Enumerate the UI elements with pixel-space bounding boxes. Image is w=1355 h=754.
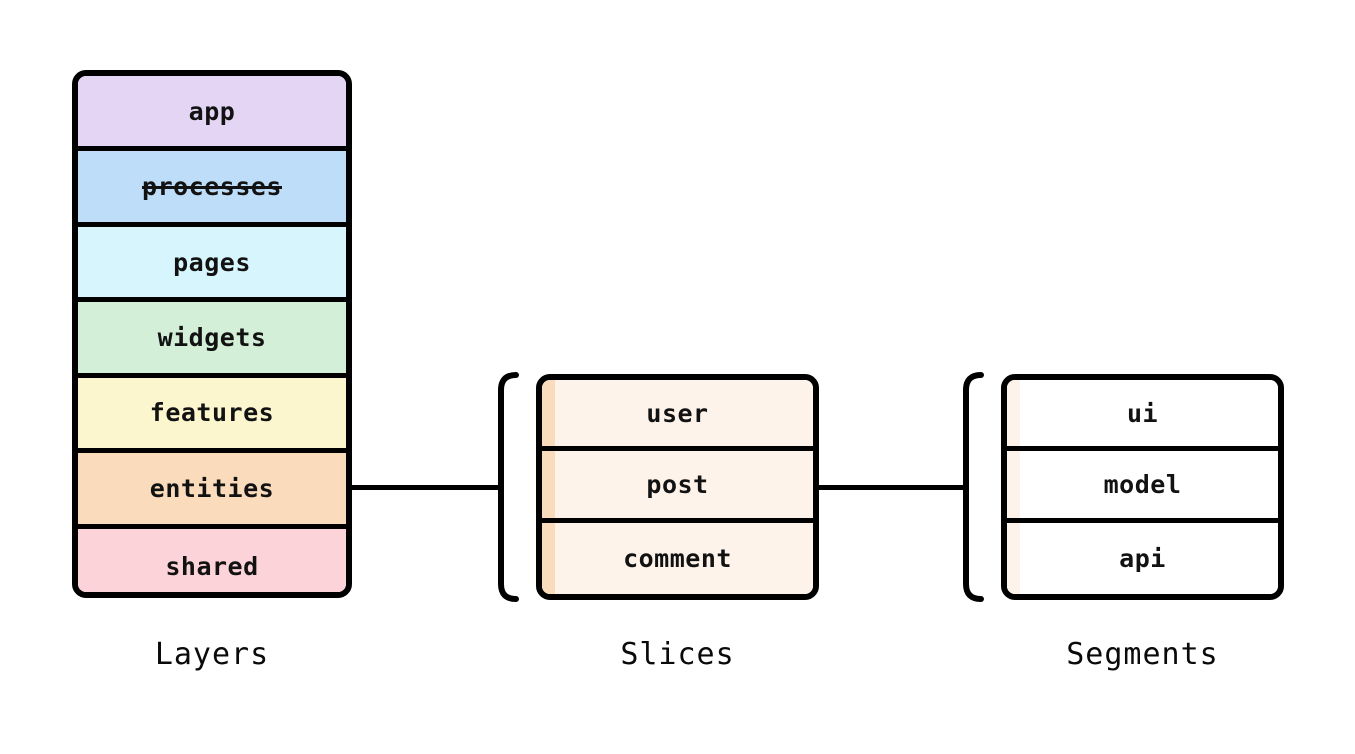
connector-entities-to-slices <box>350 485 502 490</box>
segment-label: model <box>1103 469 1182 499</box>
connector-post-to-segments <box>817 485 967 490</box>
slice-row[interactable]: post <box>542 451 813 523</box>
segment-row[interactable]: model <box>1007 451 1278 523</box>
layer-label: shared <box>165 551 259 581</box>
layer-label: features <box>149 398 275 428</box>
slice-row[interactable]: comment <box>542 522 813 594</box>
layer-label: entities <box>149 473 275 503</box>
layer-label: processes <box>142 172 282 202</box>
layer-row[interactable]: entities <box>78 453 346 529</box>
layer-label: pages <box>173 247 251 277</box>
segment-label: api <box>1119 543 1166 573</box>
slice-label: user <box>646 398 709 428</box>
layer-row[interactable]: widgets <box>78 302 346 378</box>
slice-row[interactable]: user <box>542 380 813 452</box>
layers-stack: app processes pages widgets features ent… <box>72 70 352 598</box>
segments-bracket-icon <box>959 371 985 603</box>
slice-label: comment <box>623 543 732 573</box>
layers-caption: Layers <box>154 637 270 672</box>
slice-label: post <box>646 469 709 499</box>
slices-caption: Slices <box>620 637 735 672</box>
segment-accent-stripe <box>1007 451 1020 518</box>
slice-accent-stripe <box>542 451 555 518</box>
segment-label: ui <box>1126 398 1159 428</box>
segments-caption: Segments <box>1066 637 1219 672</box>
slices-bracket-icon <box>494 371 520 603</box>
layer-row[interactable]: processes <box>78 151 346 227</box>
layer-label: widgets <box>157 322 267 352</box>
layer-label: app <box>188 96 236 126</box>
layer-row[interactable]: features <box>78 377 346 454</box>
slices-stack: user post comment <box>536 374 819 600</box>
segment-row[interactable]: ui <box>1007 380 1278 452</box>
slice-accent-stripe <box>542 522 555 594</box>
segment-accent-stripe <box>1007 380 1020 447</box>
slice-accent-stripe <box>542 380 555 447</box>
layer-row[interactable]: shared <box>78 528 346 592</box>
segment-row[interactable]: api <box>1007 522 1278 594</box>
layer-row[interactable]: pages <box>78 226 346 303</box>
segment-accent-stripe <box>1007 522 1020 594</box>
layer-row[interactable]: app <box>78 76 346 152</box>
segments-stack: ui model api <box>1001 374 1284 600</box>
